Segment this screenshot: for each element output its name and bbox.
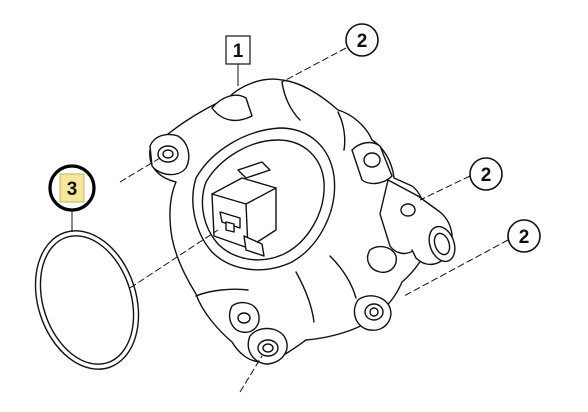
callout-2-middle-label: 2 [481,165,492,186]
callout-1[interactable]: 1 [225,35,251,65]
callout-3-label: 3 [67,179,78,200]
callout-2-top[interactable]: 2 [345,23,379,57]
vacuum-pump-housing[interactable] [149,78,460,365]
callout-1-label: 1 [233,41,244,62]
callout-2-middle[interactable]: 2 [469,157,503,191]
callout-3-highlighted[interactable]: 3 [48,164,96,212]
callout-2-top-label: 2 [357,31,368,52]
callout-2-bottom[interactable]: 2 [507,219,541,253]
o-ring-part[interactable] [18,217,155,382]
callout-2-bottom-label: 2 [519,227,530,248]
